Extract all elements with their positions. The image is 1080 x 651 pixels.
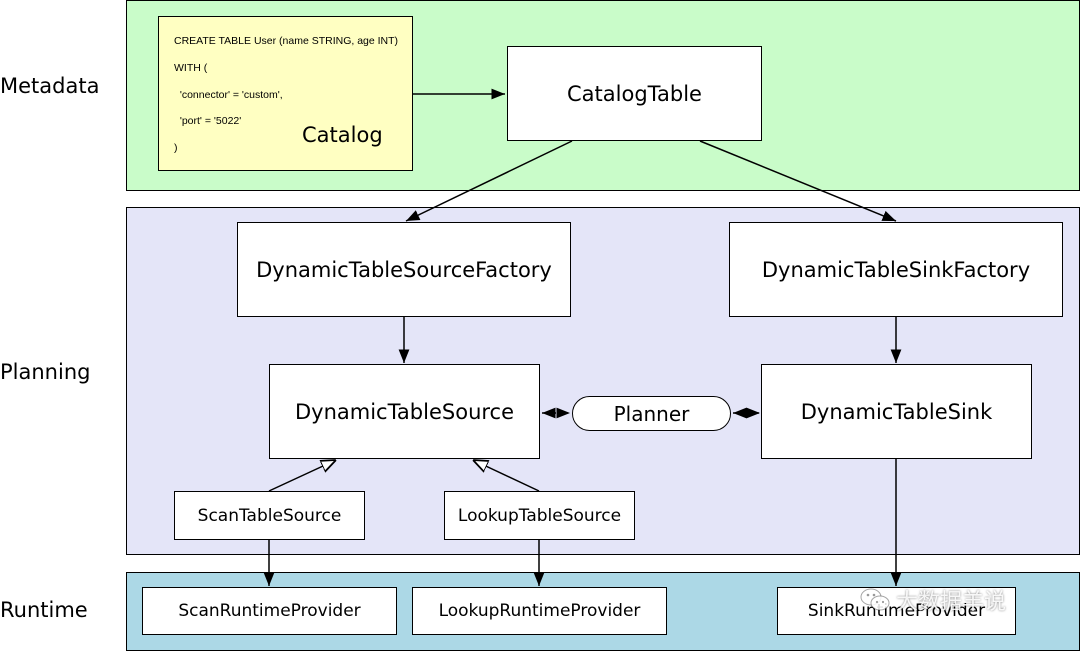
- sql-line-4: 'port' = '5022': [174, 115, 242, 127]
- scan-runtime-node: ScanRuntimeProvider: [142, 587, 397, 635]
- source-factory-node: DynamicTableSourceFactory: [237, 222, 571, 317]
- catalogtable-to-sink-factory-arrow: [699, 140, 897, 222]
- runtime-layer-label: Runtime: [0, 598, 88, 622]
- scan-source-node: ScanTableSource: [174, 491, 365, 540]
- sql-catalog-note: CREATE TABLE User (name STRING, age INT)…: [158, 16, 413, 171]
- sink-runtime-node: SinkRuntimeProvider: [777, 587, 1016, 635]
- catalog-table-node: CatalogTable: [507, 46, 762, 141]
- metadata-layer-label: Metadata: [0, 74, 100, 98]
- sink-factory-node: DynamicTableSinkFactory: [729, 222, 1063, 317]
- planner-node: Planner: [572, 396, 731, 431]
- sql-line-1: CREATE TABLE User (name STRING, age INT): [174, 35, 399, 47]
- sql-line-5: ): [174, 142, 178, 154]
- catalogtable-to-source-factory-arrow: [405, 140, 573, 222]
- catalog-label: Catalog: [302, 123, 383, 147]
- dynamic-source-node: DynamicTableSource: [269, 364, 540, 459]
- lookup-runtime-node: LookupRuntimeProvider: [412, 587, 667, 635]
- planning-layer-label: Planning: [0, 360, 91, 384]
- sql-line-3: 'connector' = 'custom',: [174, 89, 283, 101]
- dynamic-sink-node: DynamicTableSink: [761, 364, 1032, 459]
- watermark: 大数据羊说: [860, 584, 1006, 616]
- scan-source-inherits-arrow: [268, 460, 336, 492]
- lookup-source-node: LookupTableSource: [444, 491, 635, 540]
- lookup-source-inherits-arrow: [473, 460, 540, 492]
- wechat-icon: [860, 588, 890, 611]
- watermark-text: 大数据羊说: [896, 590, 1007, 615]
- sql-line-2: WITH (: [174, 62, 208, 74]
